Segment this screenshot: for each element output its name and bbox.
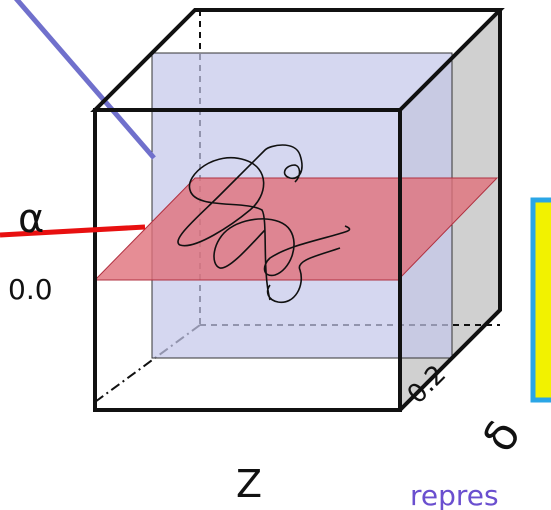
z-axis-label: Z: [236, 462, 262, 506]
alpha-label: α: [18, 196, 44, 242]
cube-right-edges: [398, 10, 502, 412]
trajectory-path: [177, 144, 351, 303]
alpha-indicator-line: [0, 224, 146, 238]
pointer-line: [13, 0, 156, 160]
delta-label: δ: [473, 412, 531, 461]
highlight-box: [530, 197, 551, 403]
alpha-value-label: 0.0: [8, 273, 53, 306]
caption-fragment: repres: [410, 479, 499, 510]
